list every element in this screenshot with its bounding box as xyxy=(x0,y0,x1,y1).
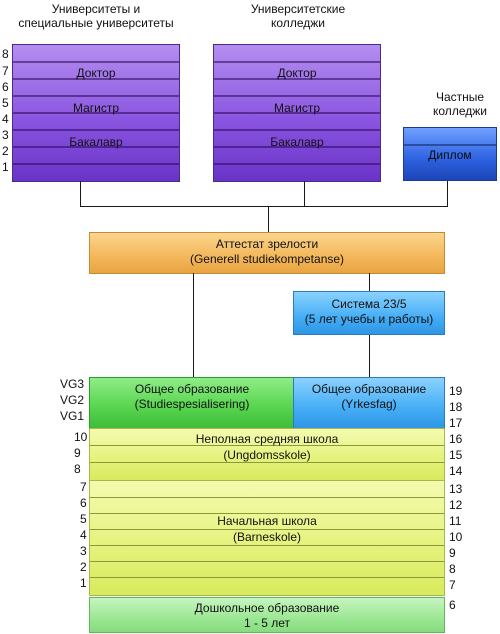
age-preschool: 6 xyxy=(449,598,456,612)
colleges-box: Доктор Магистр Бакалавр xyxy=(213,44,381,182)
vocational-education-subtitle: (Yrkesfag) xyxy=(341,397,397,411)
header-colleges: Университетские колледжи xyxy=(214,2,382,30)
primary-grades: 7 6 5 4 3 2 1 xyxy=(80,480,90,592)
grade-label: 1 xyxy=(80,576,87,590)
age-label: 18 xyxy=(449,400,463,414)
vocational-education-title: Общее образование xyxy=(311,382,427,396)
grade-label: 2 xyxy=(80,560,87,574)
general-education-subtitle: (Studiespesialisering) xyxy=(134,397,250,411)
lower-secondary-title: Неполная средняя школа xyxy=(195,432,339,446)
header-colleges-line2: колледжи xyxy=(271,16,325,30)
connector-private-down xyxy=(447,181,448,206)
university-year: 5 xyxy=(2,96,9,110)
header-colleges-line1: Университетские xyxy=(250,2,346,16)
attestat-title: Аттестат зрелости xyxy=(215,237,319,251)
grade-label: 8 xyxy=(74,462,81,476)
age-label: 12 xyxy=(449,498,463,512)
univ-bachelor-label: Бакалавр xyxy=(69,135,123,149)
univ-master-label: Магистр xyxy=(72,101,120,115)
header-universities-line2: специальные университеты xyxy=(18,16,174,30)
grade-label: 6 xyxy=(80,496,87,510)
system235-subtitle: (5 лет учебы и работы) xyxy=(304,312,434,326)
age-label: 7 xyxy=(449,578,456,592)
grade-label: 3 xyxy=(80,544,87,558)
preschool-subtitle: 1 - 5 лет xyxy=(243,616,291,630)
age-primary: 13 12 11 10 9 8 7 xyxy=(449,482,473,594)
preschool-title: Дошкольное образование xyxy=(194,601,340,615)
primary-school-subtitle: (Barneskole) xyxy=(232,530,302,544)
connector-college-down xyxy=(304,181,305,206)
lower-secondary-grades: 10 9 8 xyxy=(74,430,88,478)
university-year: 1 xyxy=(2,160,9,174)
age-lower-secondary: 16 15 14 xyxy=(449,432,473,480)
vg-labels: VG3 VG2 VG1 xyxy=(60,377,90,425)
attestat-box: Аттестат зрелости (Generell studiekompet… xyxy=(89,232,445,274)
university-years: 8 7 6 5 4 3 2 1 xyxy=(2,47,12,176)
university-year: 7 xyxy=(2,64,9,78)
vg-label: VG2 xyxy=(60,393,85,407)
general-education-box: Общее образование (Studiespesialisering) xyxy=(89,377,295,429)
header-universities: Университеты и специальные университеты xyxy=(0,2,192,30)
private-colleges-box: Диплом xyxy=(403,127,497,181)
grade-label: 9 xyxy=(74,446,81,460)
age-label: 14 xyxy=(449,464,463,478)
age-label: 13 xyxy=(449,482,463,496)
grade-label: 7 xyxy=(80,480,87,494)
connector-general-up xyxy=(193,273,194,377)
lower-secondary-subtitle: (Ungdomsskole) xyxy=(223,448,311,462)
header-private-line2: колледжи xyxy=(433,104,487,118)
connector-to-attestat xyxy=(268,206,269,232)
age-label: 19 xyxy=(449,384,463,398)
lower-secondary-box: Неполная средняя школа (Ungdomsskole) xyxy=(89,428,445,481)
header-universities-line1: Университеты и xyxy=(51,2,141,16)
age-label: 15 xyxy=(449,448,463,462)
system235-box: Система 23/5 (5 лет учебы и работы) xyxy=(293,291,445,335)
university-year: 2 xyxy=(2,144,9,158)
vocational-education-box: Общее образование (Yrkesfag) xyxy=(293,377,445,429)
header-private: Частные колледжи xyxy=(420,90,500,118)
univ-doctor-label: Доктор xyxy=(76,66,116,80)
header-private-line1: Частные xyxy=(435,90,485,104)
diploma-label: Диплом xyxy=(428,148,472,162)
age-label: 11 xyxy=(449,514,462,528)
grade-label: 4 xyxy=(80,528,87,542)
connector-horizontal xyxy=(80,206,448,207)
university-year: 3 xyxy=(2,128,9,142)
primary-school-title: Начальная школа xyxy=(217,514,317,528)
vg-label: VG3 xyxy=(60,377,85,391)
connector-vocational-up xyxy=(369,273,370,291)
university-year: 6 xyxy=(2,80,9,94)
vg-label: VG1 xyxy=(60,409,85,423)
connector-univ-down xyxy=(80,181,81,206)
preschool-box: Дошкольное образование 1 - 5 лет xyxy=(89,597,445,633)
grade-label: 10 xyxy=(74,430,88,444)
attestat-subtitle: (Generell studiekompetanse) xyxy=(189,252,345,266)
age-label: 9 xyxy=(449,546,456,560)
general-education-title: Общее образование xyxy=(134,382,250,396)
age-vg: 19 18 17 xyxy=(449,384,473,432)
grade-label: 5 xyxy=(80,512,87,526)
university-year: 4 xyxy=(2,112,9,126)
age-label: 16 xyxy=(449,432,463,446)
college-master-label: Магистр xyxy=(273,101,321,115)
college-doctor-label: Доктор xyxy=(277,66,317,80)
college-bachelor-label: Бакалавр xyxy=(270,135,324,149)
connector-system-down xyxy=(369,334,370,377)
system235-title: Система 23/5 xyxy=(331,297,407,311)
primary-school-box: Начальная школа (Barneskole) xyxy=(89,480,445,596)
age-label: 17 xyxy=(449,416,463,430)
university-year: 8 xyxy=(2,47,9,61)
age-label: 10 xyxy=(449,530,463,544)
universities-box: Доктор Магистр Бакалавр xyxy=(12,44,180,182)
age-label: 8 xyxy=(449,562,456,576)
